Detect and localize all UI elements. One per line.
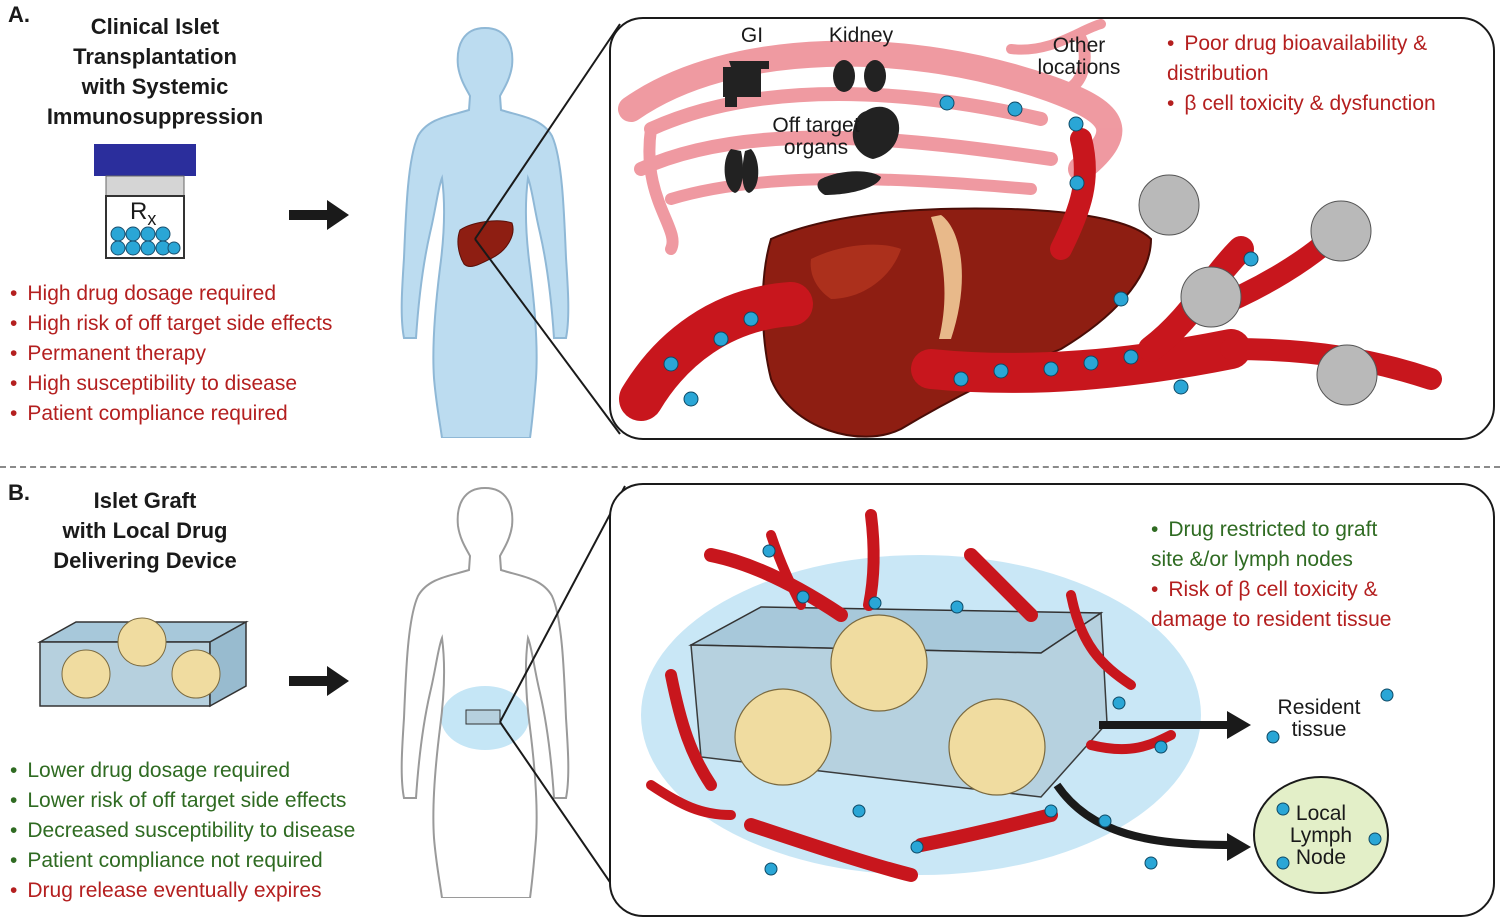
label-gi: GI bbox=[740, 24, 764, 47]
panel-a-bullet: Permanent therapy bbox=[10, 339, 332, 369]
human-body-silhouette-a bbox=[400, 26, 570, 438]
panel-a-title: Clinical Islet Transplantation with Syst… bbox=[35, 12, 275, 132]
panel-divider bbox=[0, 466, 1500, 468]
rx-letter: R bbox=[130, 198, 148, 225]
panel-b-title-line-1: Islet Graft bbox=[93, 488, 197, 513]
panel-b-title-line-3: Delivering Device bbox=[53, 548, 237, 573]
zoom-a-note: Poor drug bioavailability & distribution bbox=[1167, 29, 1447, 89]
zoom-lines-b bbox=[499, 485, 626, 905]
label-off-target-organs: Off target organs bbox=[772, 114, 860, 159]
prescription-bottle-icon bbox=[94, 144, 196, 259]
zoom-a-notes: Poor drug bioavailability & distribution… bbox=[1167, 29, 1487, 119]
arrow-to-resident-tissue bbox=[1099, 711, 1251, 739]
panel-b-bullet: Patient compliance not required bbox=[10, 846, 355, 876]
panel-a-bullet: High drug dosage required bbox=[10, 279, 332, 309]
zoom-b-notes: Drug restricted to graft site &/or lymph… bbox=[1151, 515, 1491, 635]
panel-b-title: Islet Graft with Local Drug Delivering D… bbox=[35, 486, 255, 576]
zoom-a-note: β cell toxicity & dysfunction bbox=[1167, 89, 1487, 119]
panel-a-bullet: High susceptibility to disease bbox=[10, 369, 332, 399]
zoom-b-illustration bbox=[641, 509, 1394, 894]
zoom-b-note: Risk of β cell toxicity & damage to resi… bbox=[1151, 575, 1441, 635]
zoom-panel-b: Drug restricted to graft site &/or lymph… bbox=[609, 483, 1495, 917]
rx-label: Rx bbox=[130, 198, 156, 230]
panel-a-title-line-4: Immunosuppression bbox=[46, 104, 264, 129]
drug-delivery-device-icon bbox=[37, 617, 249, 708]
panel-b-title-line-2: with Local Drug bbox=[62, 518, 228, 543]
label-local-lymph-node: Local Lymph Node bbox=[1289, 802, 1353, 869]
panel-a-title-line-3: with Systemic bbox=[81, 74, 229, 99]
human-body-silhouette-b bbox=[400, 486, 570, 898]
rx-subscript: x bbox=[147, 208, 157, 229]
gi-icon bbox=[723, 61, 769, 107]
panel-b-bullet: Lower risk of off target side effects bbox=[10, 786, 355, 816]
panel-a-title-line-1: Clinical Islet bbox=[90, 14, 220, 39]
panel-a-letter: A. bbox=[8, 2, 30, 27]
panel-a-bullet: Patient compliance required bbox=[10, 399, 332, 429]
zoom-b-note: Drug restricted to graft site &/or lymph… bbox=[1151, 515, 1396, 575]
zoom-panel-a: GI Kidney Off target organs Other locati… bbox=[609, 17, 1495, 440]
zoom-a-illustration bbox=[618, 19, 1442, 438]
label-other-locations: Other locations bbox=[1037, 34, 1121, 79]
panel-b-bullet: Drug release eventually expires bbox=[10, 876, 355, 906]
label-resident-tissue: Resident tissue bbox=[1277, 696, 1361, 741]
arrow-right-icon bbox=[289, 200, 349, 230]
panel-b-bullets: Lower drug dosage required Lower risk of… bbox=[10, 756, 355, 906]
panel-b-letter: B. bbox=[8, 480, 30, 505]
arrow-right-icon bbox=[289, 666, 349, 696]
panel-b-bullet: Decreased susceptibility to disease bbox=[10, 816, 355, 846]
panel-b-bullet: Lower drug dosage required bbox=[10, 756, 355, 786]
arrow-to-lymph-node bbox=[1053, 782, 1232, 849]
label-kidney: Kidney bbox=[828, 24, 894, 47]
panel-a-bullet: High risk of off target side effects bbox=[10, 309, 332, 339]
panel-a-bullets: High drug dosage required High risk of o… bbox=[10, 279, 332, 429]
zoom-lines-a bbox=[474, 23, 621, 435]
panel-a-title-line-2: Transplantation bbox=[73, 44, 237, 69]
